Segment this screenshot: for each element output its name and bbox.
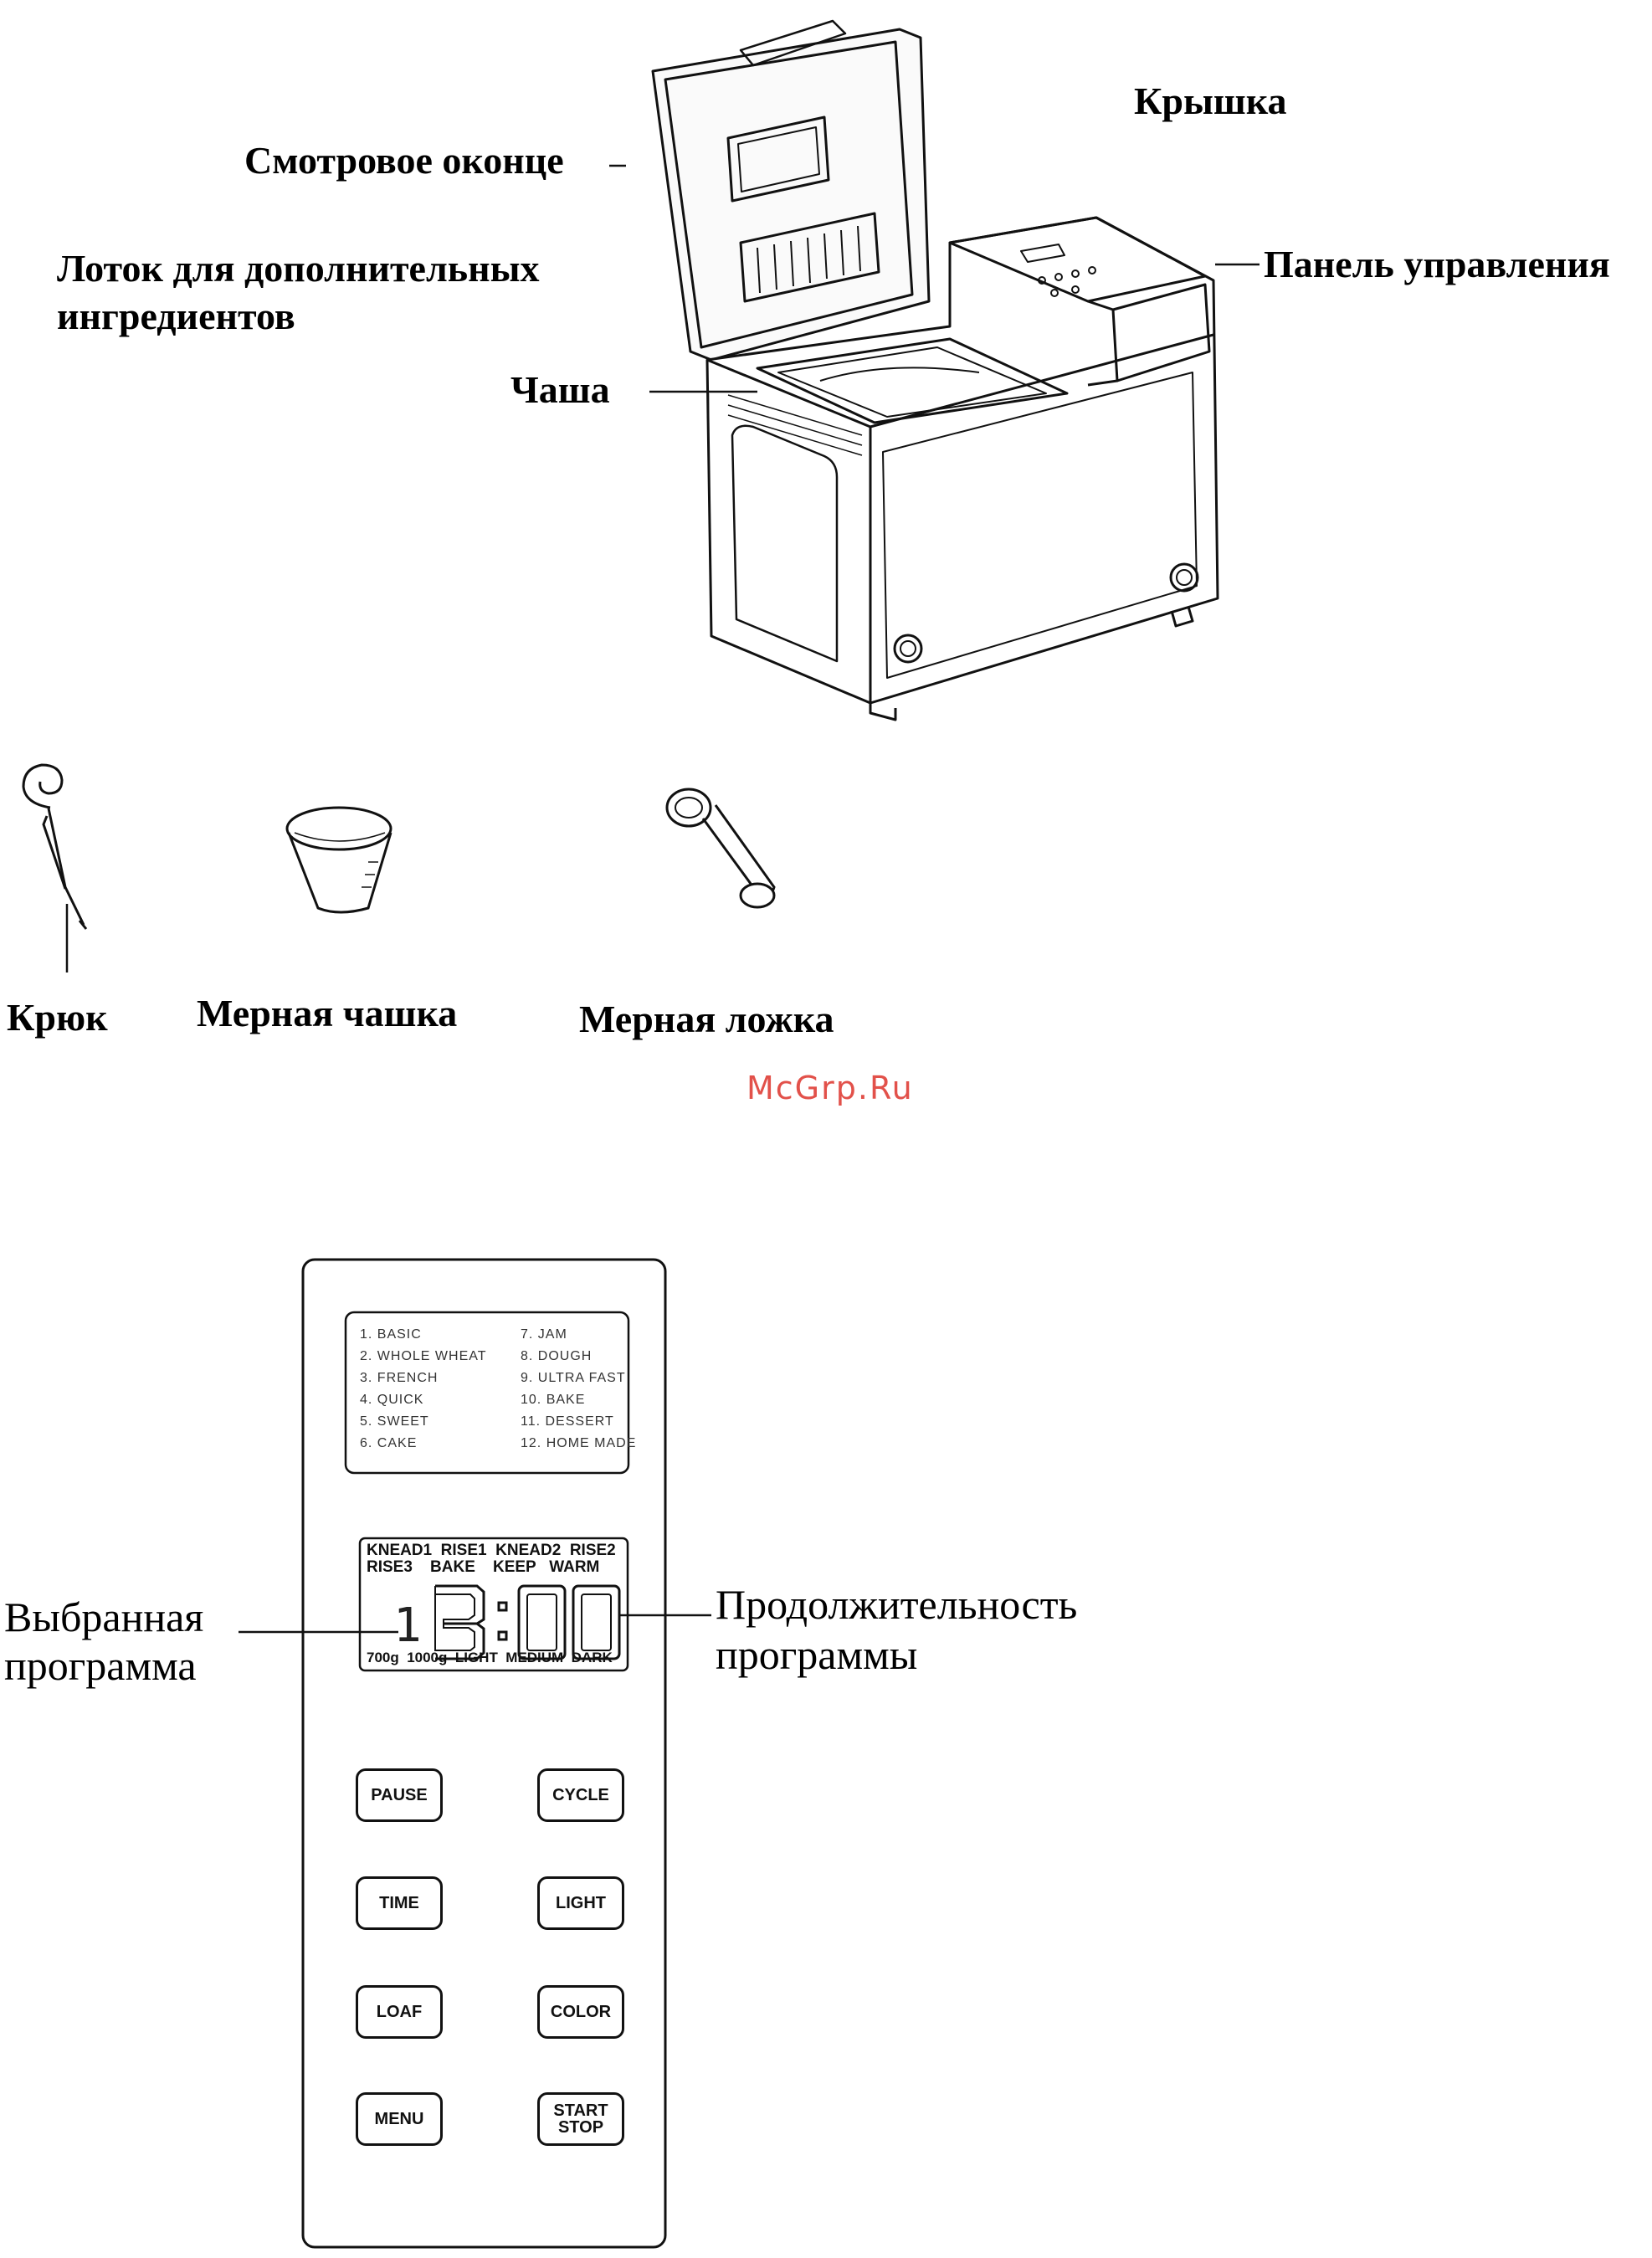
program-item: 4. QUICK xyxy=(360,1393,424,1407)
display-program-number: 1 xyxy=(393,1599,422,1653)
program-item: 8. DOUGH xyxy=(521,1349,593,1363)
start-stop-button[interactable]: START STOP xyxy=(537,2092,624,2146)
display-bottom-row: 700g 1000g LIGHT MEDIUM DARK xyxy=(367,1650,613,1665)
program-item: 3. FRENCH xyxy=(360,1371,439,1385)
display-phase-row1: KNEAD1 RISE1 KNEAD2 RISE2 xyxy=(367,1542,616,1559)
program-item: 5. SWEET xyxy=(360,1414,429,1429)
display-phase-row2: RISE3 BAKE KEEP WARM xyxy=(367,1558,600,1576)
callout-selected-program-line2: программа xyxy=(4,1642,197,1689)
label-ingredient-tray-line1: Лоток для дополнительных xyxy=(57,247,540,290)
callout-duration-line2: программы xyxy=(716,1631,918,1678)
program-item: 6. CAKE xyxy=(360,1436,418,1450)
pause-button[interactable]: PAUSE xyxy=(356,1768,443,1822)
measuring-spoon-drawing xyxy=(665,788,776,909)
program-list-left: 1. BASIC 2. WHOLE WHEAT 3. FRENCH 4. QUI… xyxy=(360,1324,487,1455)
label-bowl: Чаша xyxy=(510,368,610,411)
program-item: 10. BAKE xyxy=(521,1393,586,1407)
callout-selected-program-line1: Выбранная xyxy=(4,1593,204,1640)
program-item: 2. WHOLE WHEAT xyxy=(360,1349,487,1363)
program-item: 11. DESSERT xyxy=(521,1414,614,1429)
menu-button[interactable]: MENU xyxy=(356,2092,443,2146)
hook-drawing xyxy=(22,763,88,930)
label-measuring-spoon: Мерная ложка xyxy=(579,998,834,1040)
watermark: McGrp.Ru xyxy=(746,1070,914,1106)
callout-duration-line1: Продолжительность xyxy=(716,1581,1078,1628)
light-button[interactable]: LIGHT xyxy=(537,1876,624,1930)
label-hook: Крюк xyxy=(7,996,108,1039)
cycle-button[interactable]: CYCLE xyxy=(537,1768,624,1822)
label-ingredient-tray-line2: ингредиентов xyxy=(57,295,295,337)
leader-lines xyxy=(65,164,1260,972)
label-control-panel: Панель управления xyxy=(1264,243,1610,285)
color-button[interactable]: COLOR xyxy=(537,1985,624,2039)
label-lid: Крышка xyxy=(1134,80,1287,122)
program-item: 9. ULTRA FAST xyxy=(521,1371,626,1385)
panel-callout-lines xyxy=(239,1614,711,1634)
label-measuring-cup: Мерная чашка xyxy=(197,992,458,1034)
program-item: 1. BASIC xyxy=(360,1327,422,1342)
measuring-cup-drawing xyxy=(285,806,392,914)
bread-maker-drawing xyxy=(651,19,1219,721)
time-button[interactable]: TIME xyxy=(356,1876,443,1930)
label-viewing-window: Смотровое оконце xyxy=(244,139,564,182)
program-list-right: 7. JAM 8. DOUGH 9. ULTRA FAST 10. BAKE 1… xyxy=(521,1324,636,1455)
time-display-digits xyxy=(434,1584,621,1660)
loaf-button[interactable]: LOAF xyxy=(356,1985,443,2039)
program-item: 7. JAM xyxy=(521,1327,567,1342)
program-item: 12. HOME MADE xyxy=(521,1436,637,1450)
